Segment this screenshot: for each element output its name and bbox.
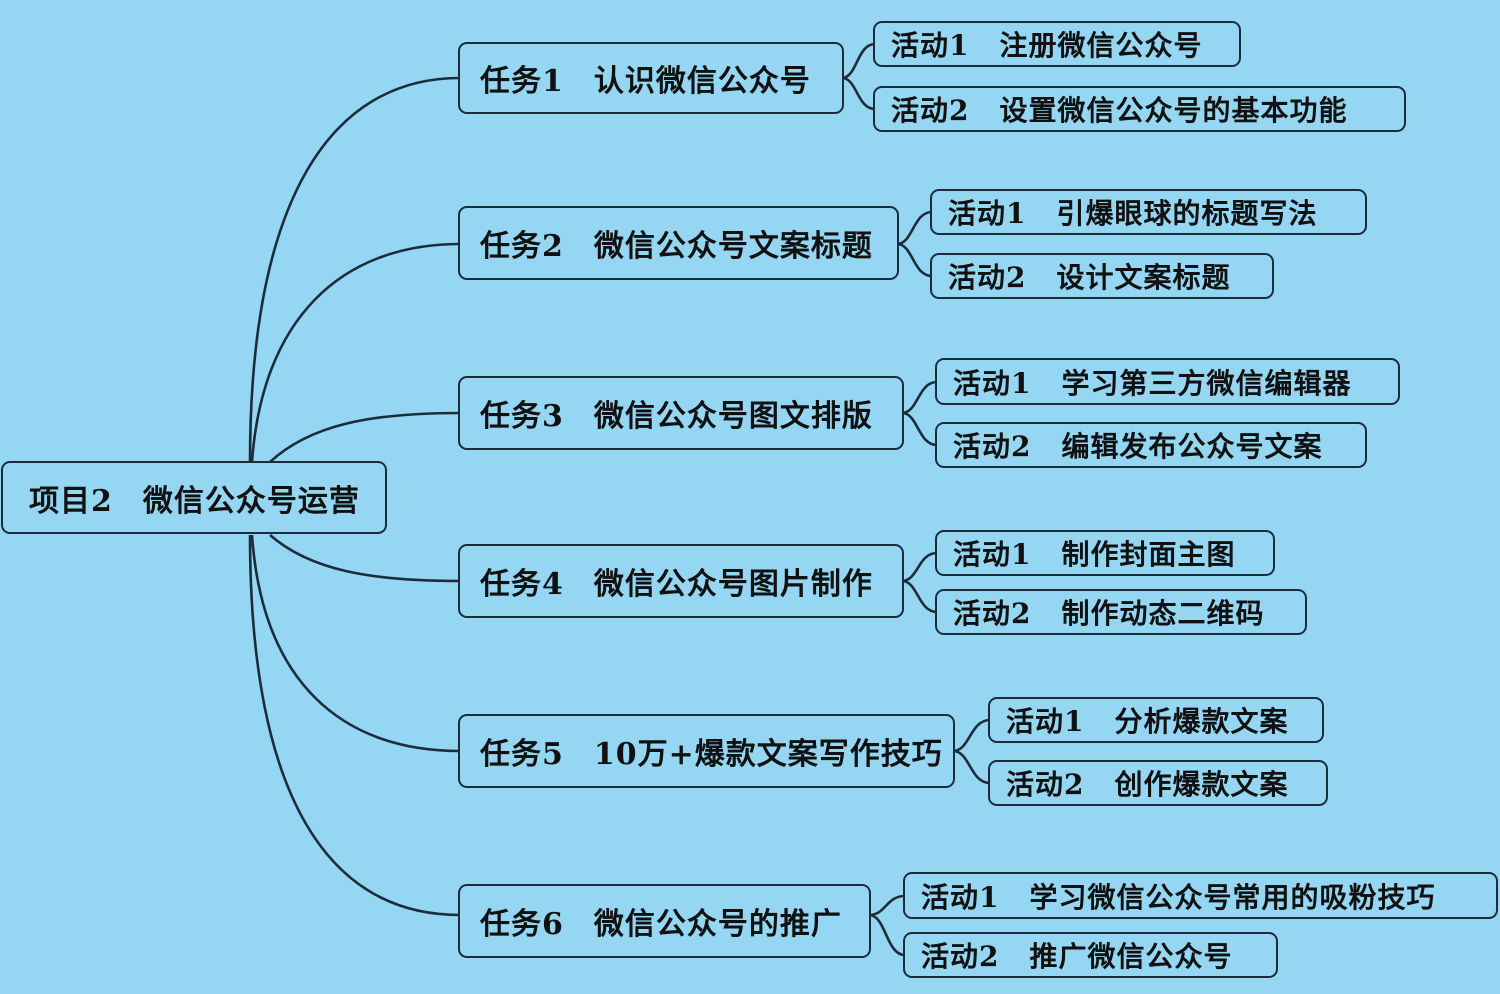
activity-title: 分析爆款文案 bbox=[1114, 705, 1289, 738]
activity-title: 设置微信公众号的基本功能 bbox=[999, 94, 1348, 127]
activity-code: 活动1 bbox=[921, 880, 1000, 914]
activity-node-5-1: 活动1 分析爆款文案 bbox=[988, 697, 1324, 743]
task-title: 微信公众号图片制作 bbox=[593, 567, 873, 602]
task-code: 任务4 bbox=[480, 567, 564, 602]
activity-code: 活动1 bbox=[953, 538, 1032, 571]
activity-title: 推广微信公众号 bbox=[1029, 940, 1233, 973]
connector-t4-a2 bbox=[901, 579, 938, 614]
task-node-3: 任务3 微信公众号图文排版 bbox=[458, 376, 904, 450]
root-title: 微信公众号运营 bbox=[142, 483, 360, 519]
connector-t1-a2 bbox=[841, 76, 876, 111]
connector-t6-a2 bbox=[868, 913, 906, 957]
task-code: 任务6 bbox=[480, 907, 564, 942]
task-title: 微信公众号的推广 bbox=[593, 907, 842, 942]
connector-t3-a1 bbox=[901, 380, 938, 415]
activity-title: 创作爆款文案 bbox=[1114, 768, 1289, 801]
task-code: 任务1 bbox=[480, 64, 564, 99]
task-title: 认识微信公众号 bbox=[593, 64, 811, 99]
activity-title: 注册微信公众号 bbox=[999, 29, 1203, 62]
activity-code: 活动1 bbox=[891, 29, 970, 62]
connector-t1-a1 bbox=[841, 42, 876, 80]
task-title: 微信公众号图文排版 bbox=[593, 399, 873, 434]
activity-title: 设计文案标题 bbox=[1056, 261, 1231, 294]
activity-node-6-2: 活动2 推广微信公众号 bbox=[903, 932, 1278, 978]
activity-title: 编辑发布公众号文案 bbox=[1061, 430, 1323, 463]
connector-task-5 bbox=[250, 534, 461, 753]
activity-node-4-1: 活动1 制作封面主图 bbox=[935, 530, 1275, 576]
activity-node-5-2: 活动2 创作爆款文案 bbox=[988, 760, 1328, 806]
task-code: 任务5 bbox=[480, 737, 564, 772]
connector-t4-a1 bbox=[901, 551, 938, 583]
activity-title: 学习第三方微信编辑器 bbox=[1061, 366, 1352, 400]
activity-title: 引爆眼球的标题写法 bbox=[1056, 197, 1318, 230]
activity-node-3-1: 活动1 学习第三方微信编辑器 bbox=[935, 358, 1400, 405]
activity-node-2-1: 活动1 引爆眼球的标题写法 bbox=[930, 189, 1367, 235]
activity-code: 活动1 bbox=[1006, 705, 1085, 738]
task-node-1: 任务1 认识微信公众号 bbox=[458, 42, 844, 114]
activity-code: 活动2 bbox=[953, 430, 1032, 463]
activity-node-6-1: 活动1 学习微信公众号常用的吸粉技巧 bbox=[903, 872, 1498, 919]
connector-task-4 bbox=[269, 534, 461, 583]
activity-code: 活动2 bbox=[948, 261, 1027, 294]
connector-t6-a1 bbox=[868, 894, 906, 917]
task-title: 微信公众号文案标题 bbox=[593, 229, 873, 264]
activity-title: 制作封面主图 bbox=[1061, 538, 1236, 571]
activity-code: 活动1 bbox=[948, 197, 1027, 230]
activity-node-1-2: 活动2 设置微信公众号的基本功能 bbox=[873, 86, 1406, 132]
activity-node-2-2: 活动2 设计文案标题 bbox=[930, 253, 1274, 299]
activity-code: 活动2 bbox=[953, 597, 1032, 630]
connector-t5-a1 bbox=[952, 718, 991, 753]
activity-code: 活动2 bbox=[891, 94, 970, 127]
activity-code: 活动2 bbox=[921, 940, 1000, 973]
task-code: 任务3 bbox=[480, 399, 564, 434]
connector-t2-a2 bbox=[896, 242, 933, 278]
connector-t2-a1 bbox=[896, 210, 933, 246]
connector-task-2 bbox=[250, 242, 461, 463]
task-node-2: 任务2 微信公众号文案标题 bbox=[458, 206, 899, 280]
connector-task-6 bbox=[248, 534, 461, 917]
connector-task-1 bbox=[248, 76, 461, 463]
task-node-4: 任务4 微信公众号图片制作 bbox=[458, 544, 904, 618]
connector-task-3 bbox=[269, 411, 461, 463]
activity-title: 制作动态二维码 bbox=[1061, 597, 1265, 630]
connector-t3-a2 bbox=[901, 411, 938, 447]
activity-node-3-2: 活动2 编辑发布公众号文案 bbox=[935, 422, 1367, 468]
activity-title: 学习微信公众号常用的吸粉技巧 bbox=[1029, 880, 1436, 914]
task-code: 任务2 bbox=[480, 229, 564, 264]
task-node-6: 任务6 微信公众号的推广 bbox=[458, 884, 871, 958]
activity-node-4-2: 活动2 制作动态二维码 bbox=[935, 589, 1307, 635]
task-title: 10万+爆款文案写作技巧 bbox=[593, 737, 943, 772]
task-node-5: 任务5 10万+爆款文案写作技巧 bbox=[458, 714, 955, 788]
connector-t5-a2 bbox=[952, 749, 991, 785]
root-node: 项目2 微信公众号运营 bbox=[1, 461, 387, 534]
activity-node-1-1: 活动1 注册微信公众号 bbox=[873, 21, 1241, 67]
root-code: 项目2 bbox=[29, 483, 113, 519]
activity-code: 活动1 bbox=[953, 366, 1032, 400]
activity-code: 活动2 bbox=[1006, 768, 1085, 801]
